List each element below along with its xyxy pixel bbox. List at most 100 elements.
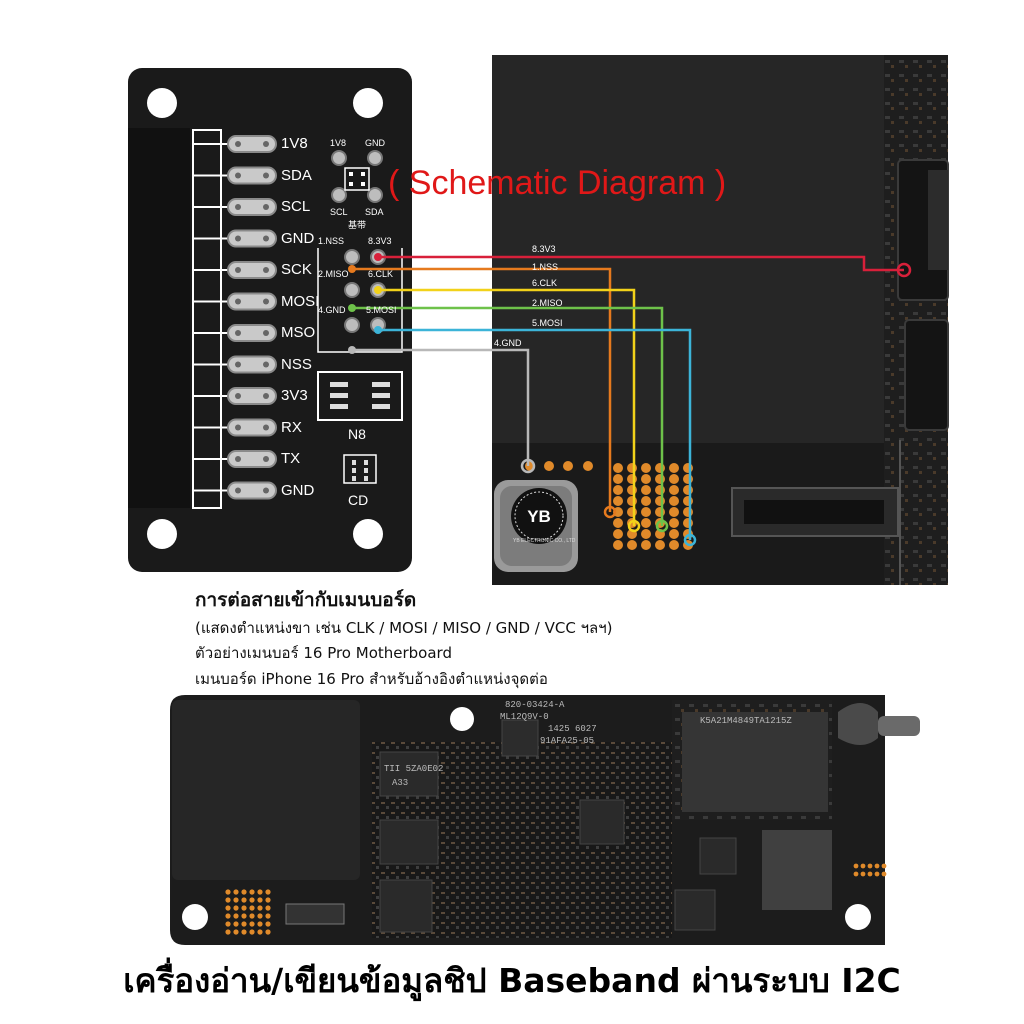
spi-label-clk: 6.CLK [368,269,394,279]
lower-bga-ball [241,897,247,903]
logo-ring-text: YB ELECTRONIC CO., LTD [513,538,576,544]
lower-bga-ball [241,921,247,927]
lower-bga-ball [257,921,263,927]
bga-ball [627,474,637,484]
bga-ball [641,485,651,495]
bga-ball [683,485,693,495]
bga-ball [627,463,637,473]
pin-pad [227,324,277,342]
bga-ball [683,496,693,506]
lower-bga-ball [225,929,231,935]
chip-label-cd: CD [348,492,369,508]
bga-ball [655,485,665,495]
lower-bga-ball [249,897,255,903]
chip-label-n8: N8 [348,426,366,442]
lower-bga-ball [257,889,263,895]
bga-ball [683,507,693,517]
spi-label-nss: 1.NSS [318,236,345,246]
wiring [348,253,912,547]
pin-label: MOSI [281,292,320,310]
bga-ball [627,540,637,550]
lower-bga-ball [257,905,263,911]
wire-2 [378,288,636,526]
wire-end [683,533,697,547]
qr-chip [762,830,832,910]
i2c-label-1v8: 1V8 [330,138,347,148]
pin-header [192,129,222,509]
i2c-label-scl: SCL [330,207,348,217]
main-caption: เครื่องอ่าน/เขียนข้อมูลชิป Baseband ผ่าน… [123,961,901,1000]
lower-bga-ball [249,921,255,927]
wire-end [603,505,617,519]
lower-bga-ball [233,913,239,919]
wire-end [896,262,912,278]
lower-bga-ball [265,913,271,919]
schematic-title: ( Schematic Diagram ) [388,164,727,202]
pin-pad [227,261,277,279]
lower-bga-ball [225,897,231,903]
wire-0 [378,255,904,272]
lower-bga-ball [225,913,231,919]
bga-ball [641,518,651,528]
spi-label-gnd: 4.GND [318,305,346,315]
i2c-label-gnd: GND [365,138,385,148]
wire-label: 4.GND [494,338,522,348]
pin-pad [227,166,277,185]
lower-bga-ball [241,913,247,919]
bga-ball [613,485,623,495]
bga-ball [613,474,623,484]
lower-bga-ball [233,929,239,935]
description-title: การต่อสายเข้ากับเมนบอร์ด [195,589,417,611]
chip-n8 [317,371,403,421]
lower-bga-ball [241,889,247,895]
bga-ball [613,463,623,473]
bga-ball [669,507,679,517]
bga-ball [641,529,651,539]
bga-ball [669,540,679,550]
pin-pad [227,229,277,248]
adapter-board [128,68,412,572]
lower-bga-ball [257,913,263,919]
bga-ball [613,529,623,539]
pin-label: GND [281,481,315,499]
wire-end [627,519,641,533]
memory-chip [682,712,828,812]
pin-label: MSO [281,324,316,341]
pin-pad [227,198,277,216]
spi-label-3v3: 8.3V3 [368,236,392,246]
bga-ball [669,529,679,539]
bga-ball [627,485,637,495]
lower-bga-ball [249,905,255,911]
pin-label: NSS [281,355,312,373]
i2c-label-sda: SDA [365,207,384,217]
board-marking-f: TII 5ZA0E02 [384,764,444,774]
gnd-pad [544,461,554,471]
wire-label: 2.MISO [532,298,563,308]
lower-bga-ball [265,905,271,911]
board-marking-e: K5A21M4849TA1215Z [700,716,792,726]
gnd-pad [583,461,593,471]
bga-ball [641,496,651,506]
pin-pad [227,292,277,311]
bga-ball [669,496,679,506]
lower-bga-ball [265,889,271,895]
pin-label: SCL [281,198,311,215]
chip-cd [343,454,377,484]
upper-motherboard: YB [492,55,949,585]
bga-ball [655,463,665,473]
pin-pad [227,135,277,153]
pin-pad [227,450,277,468]
pin-label: GND [281,229,315,247]
lower-bga-ball [249,929,255,935]
wire-4 [378,328,692,540]
lower-bga-ball [257,929,263,935]
bga-ball [613,496,623,506]
lower-bga-ball [225,905,231,911]
lower-bga-ball [241,905,247,911]
wire-label: 6.CLK [532,278,558,288]
bga-ball [655,540,665,550]
lower-bga-ball [265,897,271,903]
description-line-2: ตัวอย่างเมนบอร์ 16 Pro Motherboard [195,644,452,662]
lower-connector [285,903,345,925]
lower-bga-ball [233,897,239,903]
